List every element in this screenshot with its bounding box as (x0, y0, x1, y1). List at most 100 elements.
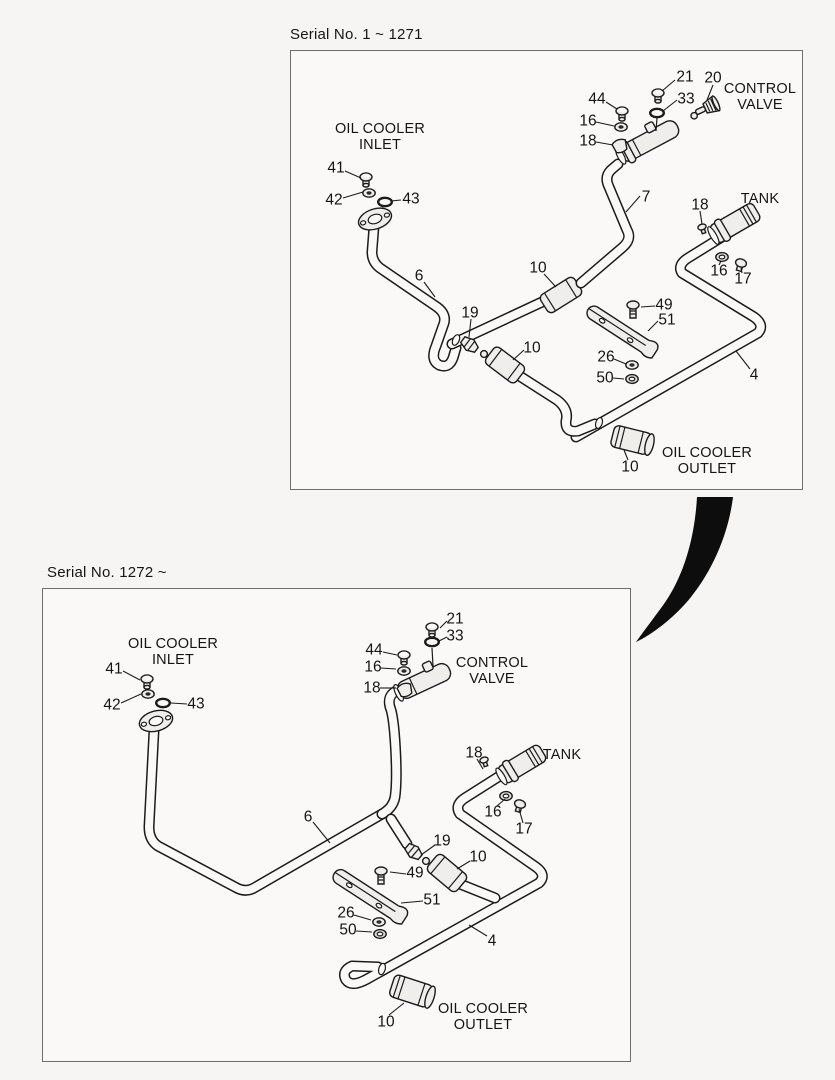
bolt-49 (374, 866, 388, 885)
hose-sleeve-10-outlet (610, 425, 655, 457)
oring-43 (377, 196, 393, 208)
hose-sleeve-10-mid (426, 853, 468, 893)
leader-line-10 (388, 1002, 405, 1016)
hose-sleeve-10-mid (484, 346, 526, 384)
washer-16 (614, 122, 628, 132)
leader-line-33 (662, 99, 678, 112)
washer-26 (625, 360, 639, 370)
inlet-flange (357, 207, 393, 231)
bolt-21 (425, 622, 439, 638)
leader-line-18 (595, 141, 614, 146)
leader-line-18 (476, 758, 484, 770)
bolt-41 (359, 172, 373, 188)
leader-line-42 (120, 693, 142, 704)
leader-line-16 (496, 798, 506, 807)
leader-line-4 (735, 350, 751, 370)
tank-fitting (495, 744, 547, 786)
leader-line-21 (661, 79, 676, 92)
leader-line-10 (456, 860, 471, 870)
nut-50 (625, 373, 639, 385)
hose-sleeve-10-outlet (389, 974, 436, 1009)
diagram-serial-1-1271 (357, 88, 767, 457)
leader-line-42 (342, 191, 364, 199)
leader-line-4 (468, 924, 488, 937)
ball-joint (479, 349, 489, 359)
pipe-after-sleeve (454, 878, 501, 904)
inlet-flange (138, 709, 174, 733)
oring-33 (424, 636, 440, 648)
pipe-7 (575, 158, 635, 289)
leader-line-16 (595, 121, 615, 127)
washer-42 (362, 188, 376, 198)
leader-line-26 (353, 914, 372, 921)
panel-title-serial-1272: Serial No. 1272 ~ (47, 564, 167, 581)
nut-50 (373, 928, 387, 940)
clamp-bracket-51 (332, 868, 409, 925)
clamp-bracket-51 (586, 305, 659, 359)
bolt-44 (397, 650, 411, 666)
leader-line-7 (625, 195, 641, 213)
diagram-serial-1272 (138, 622, 548, 1009)
leader-line-51 (647, 320, 659, 332)
leader-line-33 (438, 636, 448, 642)
leader-line-44 (382, 651, 398, 656)
washer-42 (141, 689, 155, 699)
fitting-20 (690, 94, 721, 120)
leader-line-10 (543, 273, 557, 288)
leader-line-50 (355, 930, 373, 933)
washer-26 (372, 917, 386, 927)
leader-line-10 (623, 449, 629, 461)
screw-18 (696, 222, 709, 236)
leader-line-16 (718, 260, 722, 266)
pipe-end (451, 334, 461, 346)
leader-line-6 (312, 821, 331, 844)
leader-line-50 (612, 377, 625, 380)
pipe-4 (339, 766, 548, 989)
leader-line-43 (390, 199, 402, 202)
serial-transition-arrow (636, 497, 733, 642)
bolt-44 (615, 106, 629, 122)
nut-16 (715, 251, 729, 263)
panel-frame-serial-1272 (42, 588, 631, 1062)
control-valve-fitting (393, 660, 452, 702)
leader-line-6 (423, 281, 436, 298)
pipe-6 (366, 220, 462, 372)
leader-line-49 (640, 305, 656, 308)
pipe-4 (570, 221, 767, 443)
leader-line-10 (512, 349, 525, 361)
leader-line-43 (170, 702, 188, 705)
leader-line-18 (699, 210, 703, 225)
pipe-end (377, 962, 387, 976)
oring-33 (649, 107, 665, 119)
pipe-to-valve (376, 685, 402, 820)
leader-line-41 (122, 670, 141, 681)
leader-line-41 (344, 170, 362, 179)
pipe-branch (385, 813, 413, 850)
leader-line-21 (439, 620, 448, 629)
bolt-41 (140, 674, 154, 690)
leader-line-44 (605, 101, 618, 110)
panel-title-serial-1-1271: Serial No. 1 ~ 1271 (290, 26, 423, 43)
leader-line-16 (380, 667, 397, 670)
leader-line-49 (389, 871, 407, 875)
bolt-49 (626, 300, 640, 319)
leader-line-17 (740, 267, 743, 274)
washer-16 (397, 666, 411, 676)
ball-joint (421, 856, 431, 866)
tank-fitting (707, 202, 761, 245)
leader-line-20 (706, 84, 714, 101)
pipe-end (594, 416, 604, 430)
leader-line-17 (518, 808, 524, 824)
leader-line-19 (420, 844, 436, 856)
oring-43 (154, 697, 172, 709)
leader-line-19 (468, 318, 472, 338)
bolt-17 (734, 258, 748, 273)
leader-line-26 (613, 358, 627, 365)
leader-line-51 (400, 900, 424, 904)
leader-lines (120, 79, 751, 1016)
nut-16 (499, 790, 513, 802)
bolt-17 (513, 799, 527, 814)
pipe-6 (143, 724, 388, 896)
